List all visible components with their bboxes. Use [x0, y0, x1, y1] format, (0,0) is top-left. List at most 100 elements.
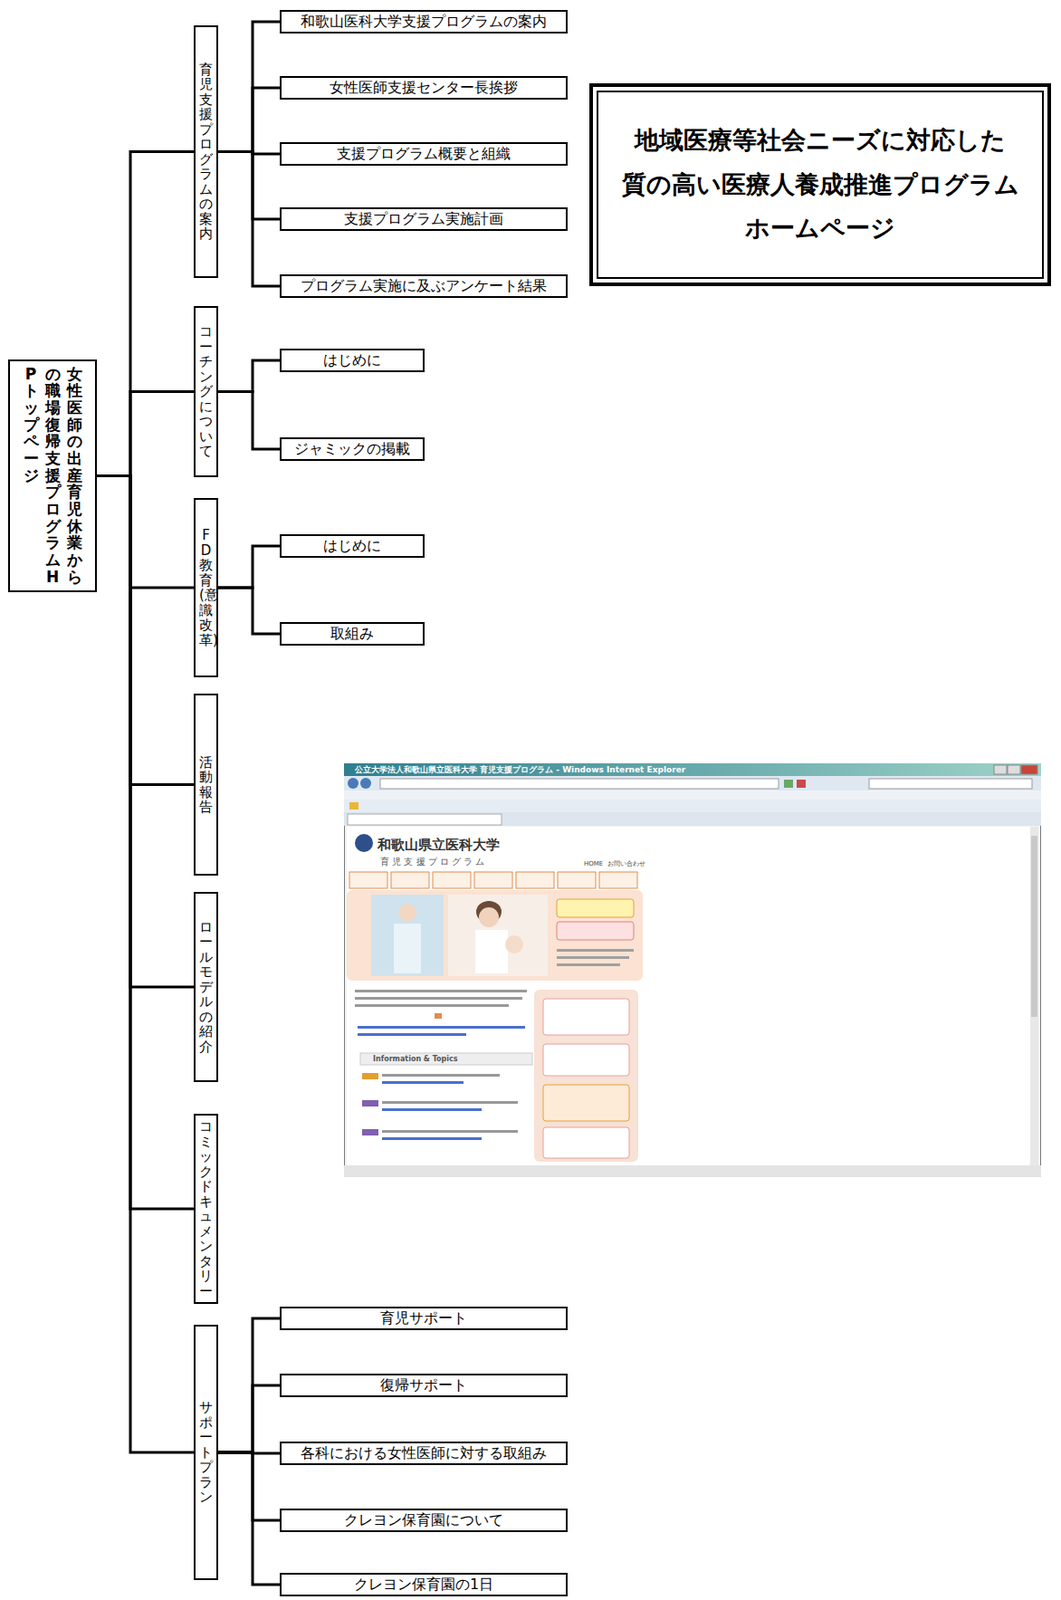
- category-box: コーチングについて: [193, 305, 219, 478]
- page-label: 育児サポート: [380, 1309, 468, 1327]
- category-box: コミックドキュメンタリー: [193, 1113, 219, 1304]
- category-box: 活動報告: [193, 693, 219, 876]
- side-box: [543, 1043, 630, 1076]
- page-label: 各科における女性医師に対する取組み: [300, 1443, 547, 1462]
- title-box: 地域医療等社会ニーズに対応した 質の高い医療人養成推進プログラム ホームページ: [589, 83, 1052, 287]
- toolbar-icon: [796, 779, 806, 788]
- category-label: コミックドキュメンタリー: [199, 1118, 213, 1299]
- page-box: クレヨン保育園の1日: [279, 1572, 568, 1597]
- page-tab: [516, 871, 555, 889]
- tree-connector: [218, 545, 280, 588]
- header-link: HOME: [583, 860, 603, 868]
- tree-connector: [218, 1318, 280, 1453]
- text-line: [354, 996, 523, 1000]
- link-line: [382, 1108, 482, 1111]
- text-line: [382, 1100, 518, 1104]
- header-link: お問い合わせ: [607, 860, 646, 868]
- favorites-row: [344, 799, 1042, 813]
- page-box: ジャミックの掲載: [279, 437, 425, 461]
- page-box: 各科における女性医師に対する取組み: [279, 1441, 568, 1465]
- window-button: [994, 764, 1007, 775]
- page-tab: [599, 871, 638, 889]
- news-tag: [362, 1099, 379, 1107]
- doctor-photo: [371, 894, 444, 976]
- title-inner-border: 地域医療等社会ニーズに対応した 質の高い医療人養成推進プログラム ホームページ: [596, 90, 1044, 279]
- page-tab: [474, 871, 513, 889]
- category-label: FD教育(意識改革): [199, 527, 213, 648]
- tree-connector: [96, 391, 194, 477]
- news-header: [360, 1052, 533, 1065]
- page-tab: [391, 871, 430, 889]
- page-label: クレヨン保育園について: [344, 1510, 504, 1529]
- side-box: [543, 1127, 630, 1158]
- mother-photo: [448, 894, 548, 976]
- search-field: [869, 778, 1033, 789]
- tab-row: [344, 812, 1042, 826]
- tree-connector: [218, 21, 280, 153]
- page-box: 女性医師支援センター長挨拶: [279, 76, 568, 100]
- category-box: 育児支援プログラムの案内: [193, 25, 219, 278]
- root-label: 女性医師の出産育児休業からの職場復帰支援プログラムHPトップページ: [23, 365, 83, 587]
- tree-connector: [96, 152, 194, 477]
- page-label: はじめに: [323, 351, 382, 369]
- category-label: ロールモデルの紹介: [199, 919, 213, 1055]
- title-text: 地域医療等社会ニーズに対応した 質の高い医療人養成推進プログラム ホームページ: [603, 118, 1037, 251]
- page-label: 女性医師支援センター長挨拶: [329, 78, 518, 96]
- mother-body: [475, 929, 508, 974]
- link-line: [357, 1032, 467, 1036]
- text-line: [556, 955, 630, 959]
- page-box: プログラム実施に及ぶアンケート結果: [279, 274, 568, 298]
- page-label: 支援プログラム実施計画: [344, 210, 504, 228]
- tree-connector: [218, 587, 280, 634]
- site-subtitle: 育 児 支 援 プ ロ グ ラ ム: [380, 856, 485, 868]
- text-line: [556, 963, 621, 966]
- window-title: 公立大学法人和歌山県立医科大学 育児支援プログラム - Windows Inte…: [354, 764, 686, 775]
- tree-connector: [96, 476, 194, 988]
- link-line: [382, 1137, 482, 1140]
- menu-row: [344, 790, 1042, 800]
- text-line: [556, 948, 634, 952]
- tree-connector: [218, 87, 280, 153]
- url-field: [380, 778, 779, 789]
- content-area: [346, 826, 1031, 1166]
- page-tab: [432, 871, 471, 889]
- tree-connector: [218, 360, 280, 392]
- site-logo-text: 和歌山県立医科大学: [377, 836, 500, 853]
- side-panel: [534, 989, 639, 1162]
- mother-head: [478, 907, 499, 928]
- contact-button: [556, 921, 634, 940]
- page-box: クレヨン保育園について: [279, 1508, 568, 1532]
- tree-connector: [96, 476, 194, 1210]
- text-line: [354, 1003, 509, 1007]
- page-box: 和歌山医科大学支援プログラムの案内: [279, 9, 568, 34]
- page-tab: [557, 871, 596, 889]
- close-button: [1021, 764, 1038, 775]
- tree-connector: [218, 152, 280, 220]
- page-label: クレヨン保育園の1日: [353, 1575, 494, 1593]
- news-tag: [362, 1128, 379, 1136]
- side-box: [543, 1084, 630, 1121]
- category-box: FD教育(意識改革): [193, 497, 219, 678]
- page-box: はじめに: [279, 534, 425, 558]
- tree-connector: [96, 476, 194, 1453]
- tree-connector: [96, 476, 194, 589]
- page-label: はじめに: [323, 536, 382, 555]
- address-row: [344, 775, 1042, 791]
- tree-connector: [218, 152, 280, 287]
- tree-connector: [218, 1452, 280, 1520]
- hero-panel: [346, 889, 643, 981]
- university-logo: [354, 833, 373, 852]
- category-label: 活動報告: [199, 755, 213, 815]
- back-button: [347, 777, 359, 789]
- page-box: 取組み: [279, 621, 425, 646]
- category-box: ロールモデルの紹介: [193, 891, 219, 1082]
- category-label: サポートプラン: [199, 1399, 213, 1505]
- link-line: [357, 1025, 526, 1029]
- tree-connector: [96, 476, 194, 785]
- browser-screenshot: [344, 763, 1042, 1177]
- link-line: [382, 1080, 464, 1084]
- category-label: 育児支援プログラムの案内: [199, 62, 213, 242]
- scroll-thumb: [1031, 835, 1038, 1017]
- page-label: 復帰サポート: [380, 1376, 468, 1394]
- page-tab: [349, 871, 388, 889]
